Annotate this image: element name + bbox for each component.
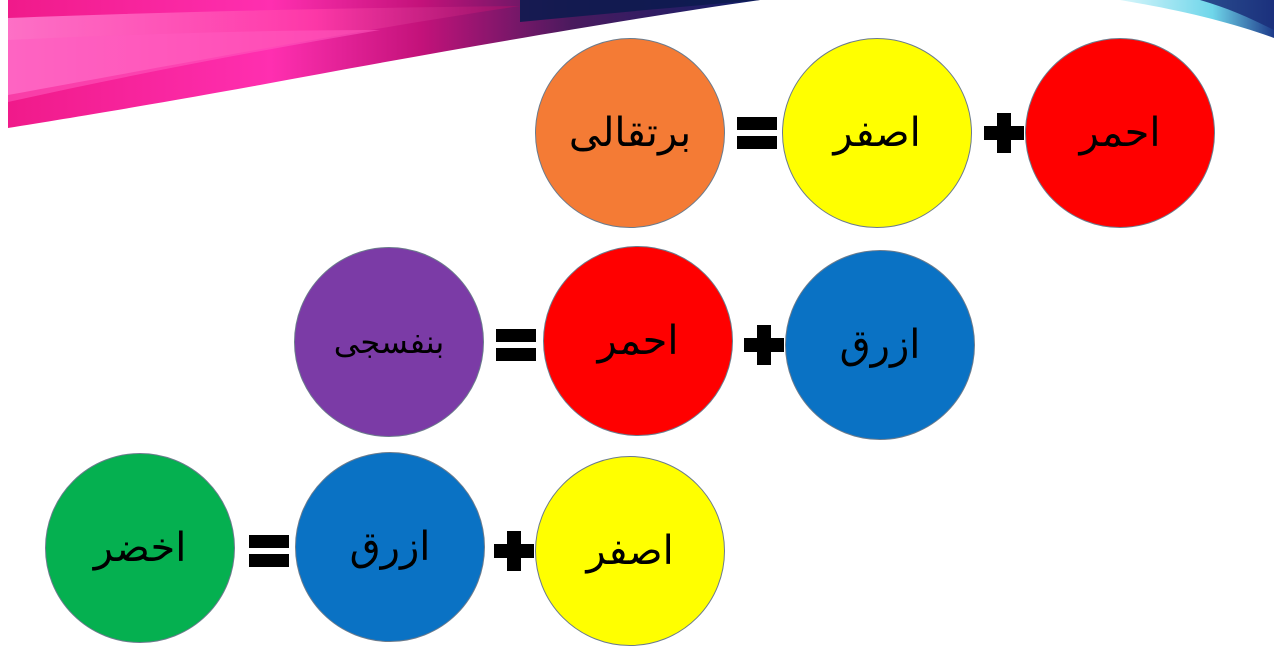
color-label: اصفر xyxy=(586,528,674,574)
color-label: اخضر xyxy=(93,525,187,571)
plus-icon xyxy=(982,111,1026,155)
plus-icon xyxy=(492,529,536,573)
equals-icon xyxy=(494,323,538,367)
circle-yellow: اصفر xyxy=(535,456,725,646)
circle-green: اخضر xyxy=(45,453,235,643)
circle-yellow: اصفر xyxy=(782,38,972,228)
color-label: احمر xyxy=(1079,110,1161,156)
circle-blue: ازرق xyxy=(785,250,975,440)
equals-icon xyxy=(247,529,291,573)
decorative-swoosh-banner xyxy=(8,0,1274,128)
equals-icon xyxy=(735,111,779,155)
color-label: بنفسجى xyxy=(333,323,445,361)
color-label: ازرق xyxy=(839,322,921,368)
circle-purple: بنفسجى xyxy=(294,247,484,437)
color-label: برتقالى xyxy=(568,110,692,156)
color-label: ازرق xyxy=(349,524,431,570)
circle-red: احمر xyxy=(543,246,733,436)
circle-orange: برتقالى xyxy=(535,38,725,228)
circle-blue: ازرق xyxy=(295,452,485,642)
color-label: احمر xyxy=(597,318,679,364)
plus-icon xyxy=(742,323,786,367)
circle-red: احمر xyxy=(1025,38,1215,228)
color-label: اصفر xyxy=(833,110,921,156)
